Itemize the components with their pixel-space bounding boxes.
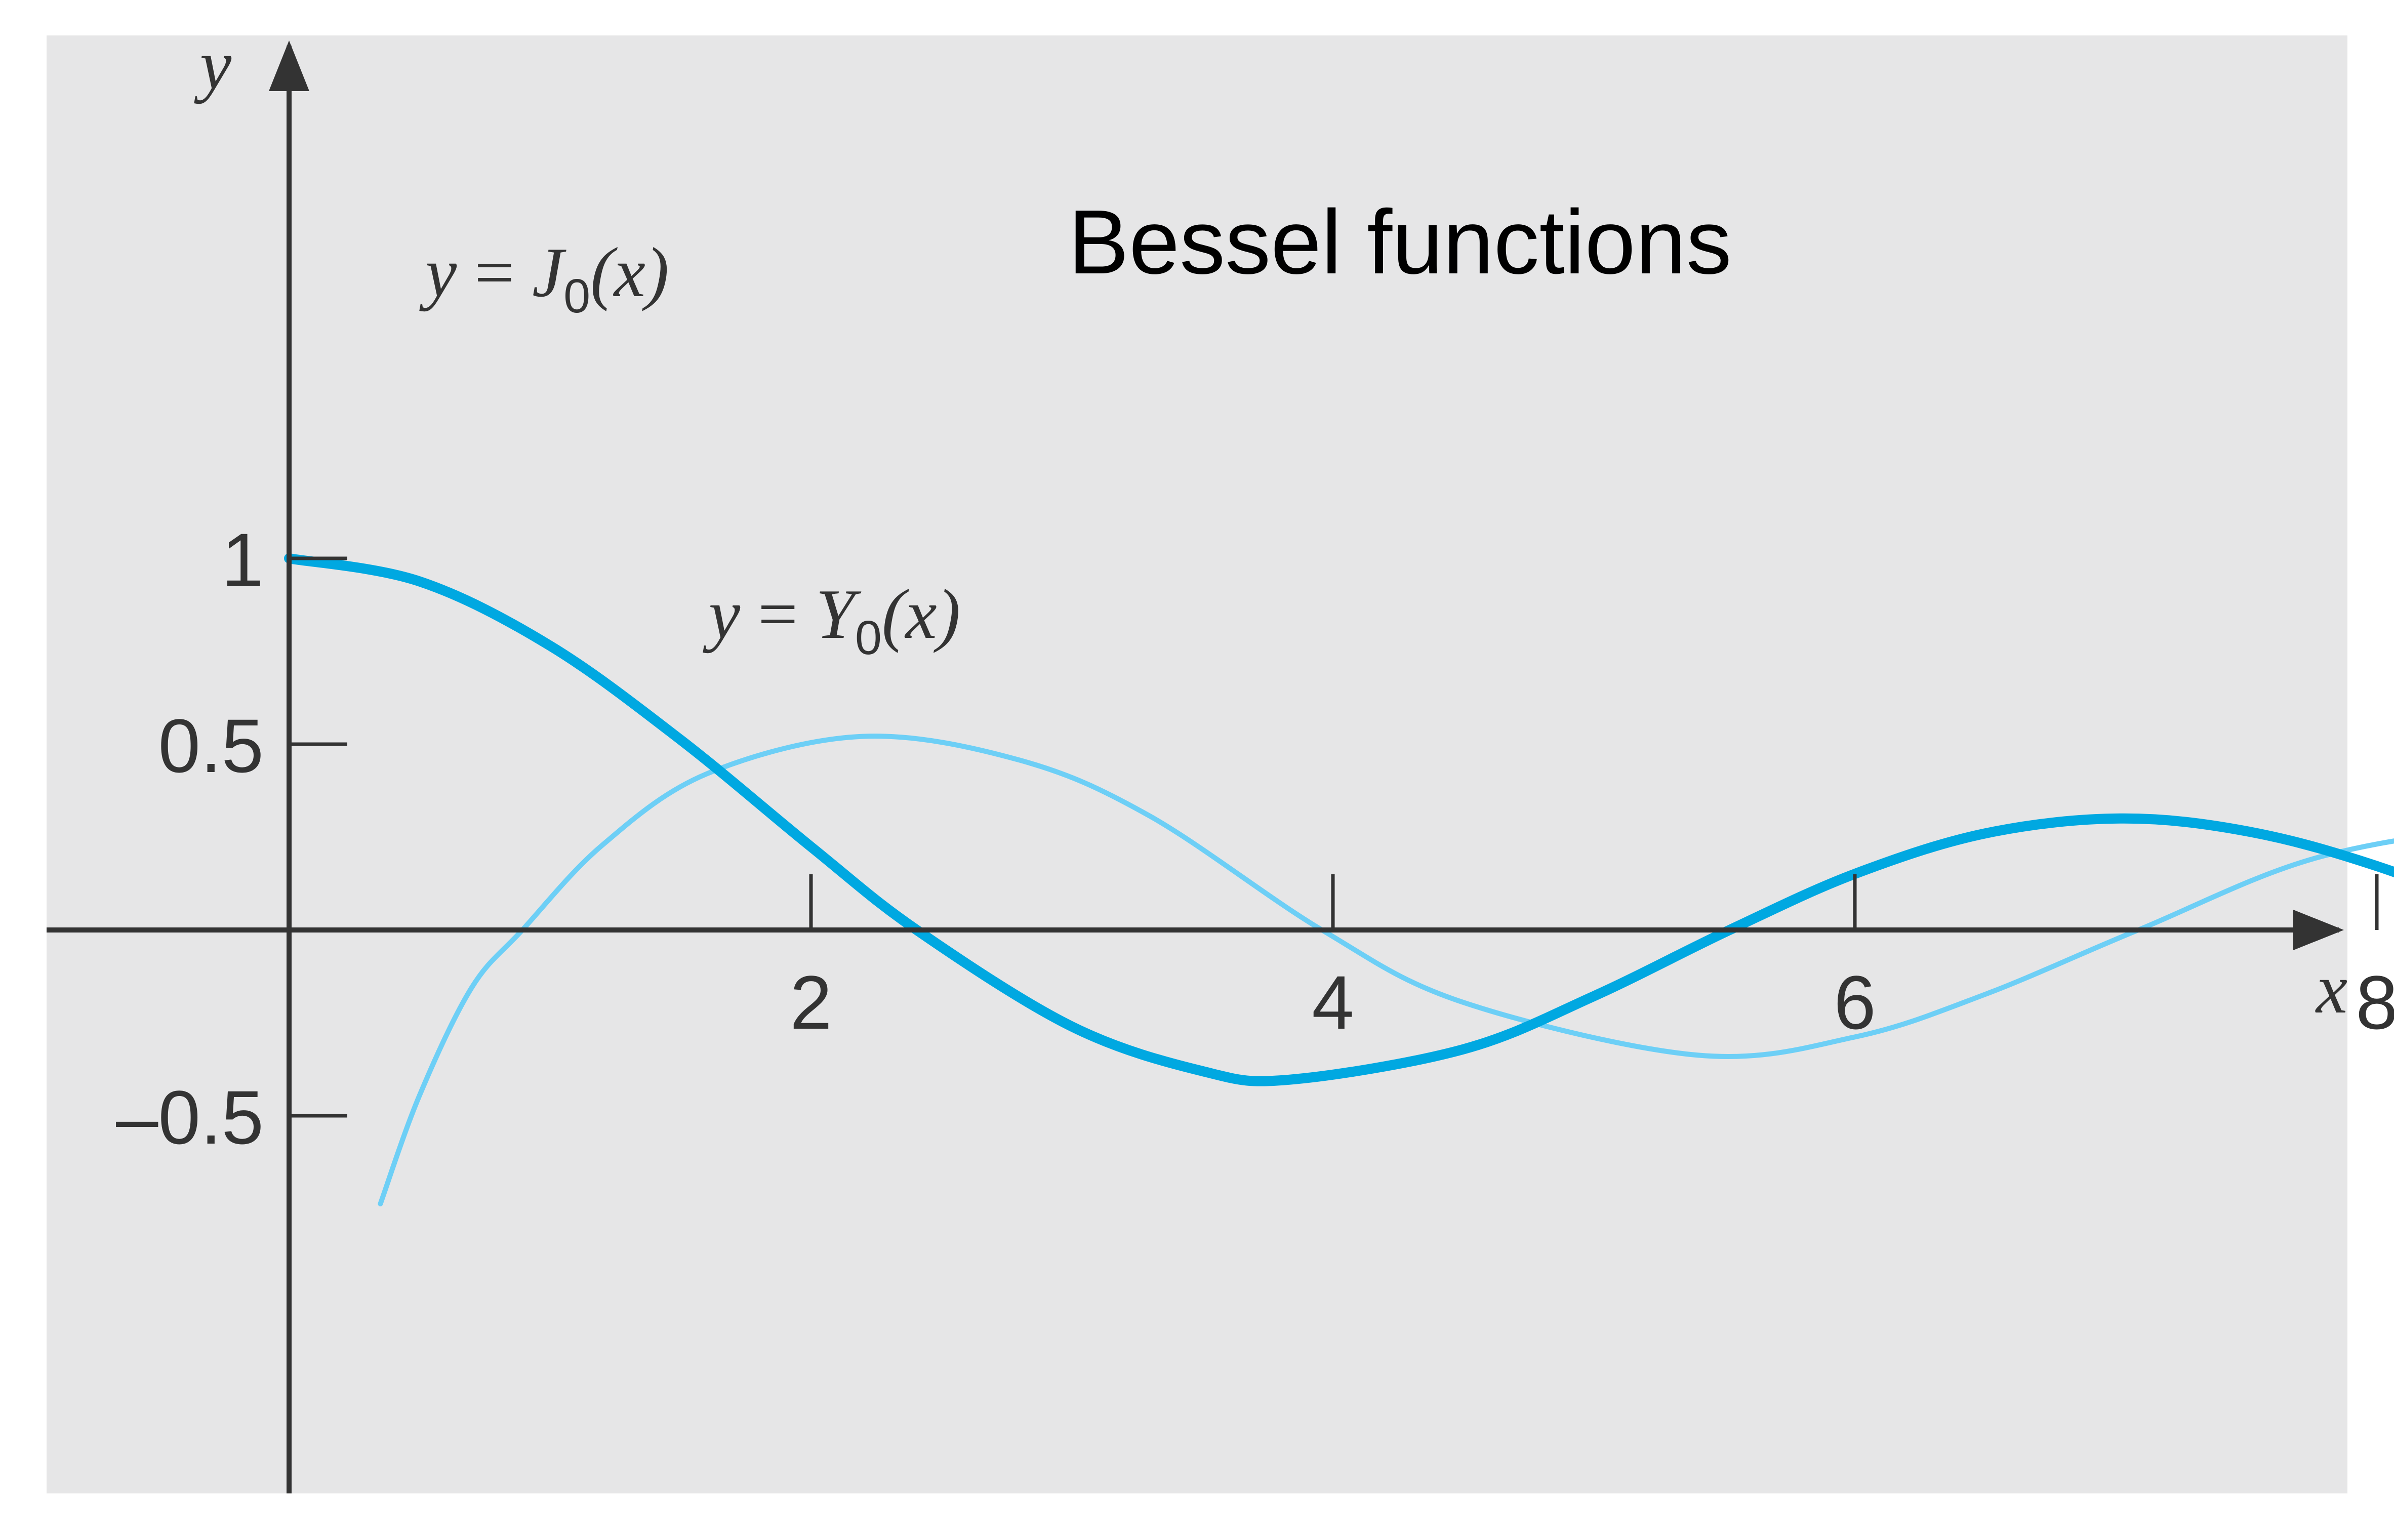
x-tick-label: 8 — [2356, 960, 2394, 1045]
y-tick-label: –0.5 — [116, 1075, 264, 1160]
series-line-y0 — [378, 734, 2394, 1206]
x-ticks: 2468101214 — [790, 874, 2394, 1045]
series-layer — [284, 553, 2394, 1206]
x-axis-label: x — [2315, 950, 2347, 1028]
chart-title: Bessel functions — [1068, 191, 1732, 293]
y-axis-label: y — [194, 26, 232, 104]
x-tick-label: 4 — [1312, 960, 1354, 1045]
series-label-y0: y = Y0(x) — [703, 575, 960, 665]
x-tick-label: 6 — [1834, 960, 1876, 1045]
series-label-j0: y = J0(x) — [419, 233, 669, 323]
y-tick-label: 0.5 — [158, 703, 264, 788]
y-ticks: 1 0.5 –0.5 — [116, 517, 347, 1160]
plot-background — [47, 35, 2347, 1493]
x-tick-label: 2 — [790, 960, 832, 1045]
series-line-j0 — [284, 553, 2394, 1086]
y-tick-label: 1 — [222, 517, 264, 602]
